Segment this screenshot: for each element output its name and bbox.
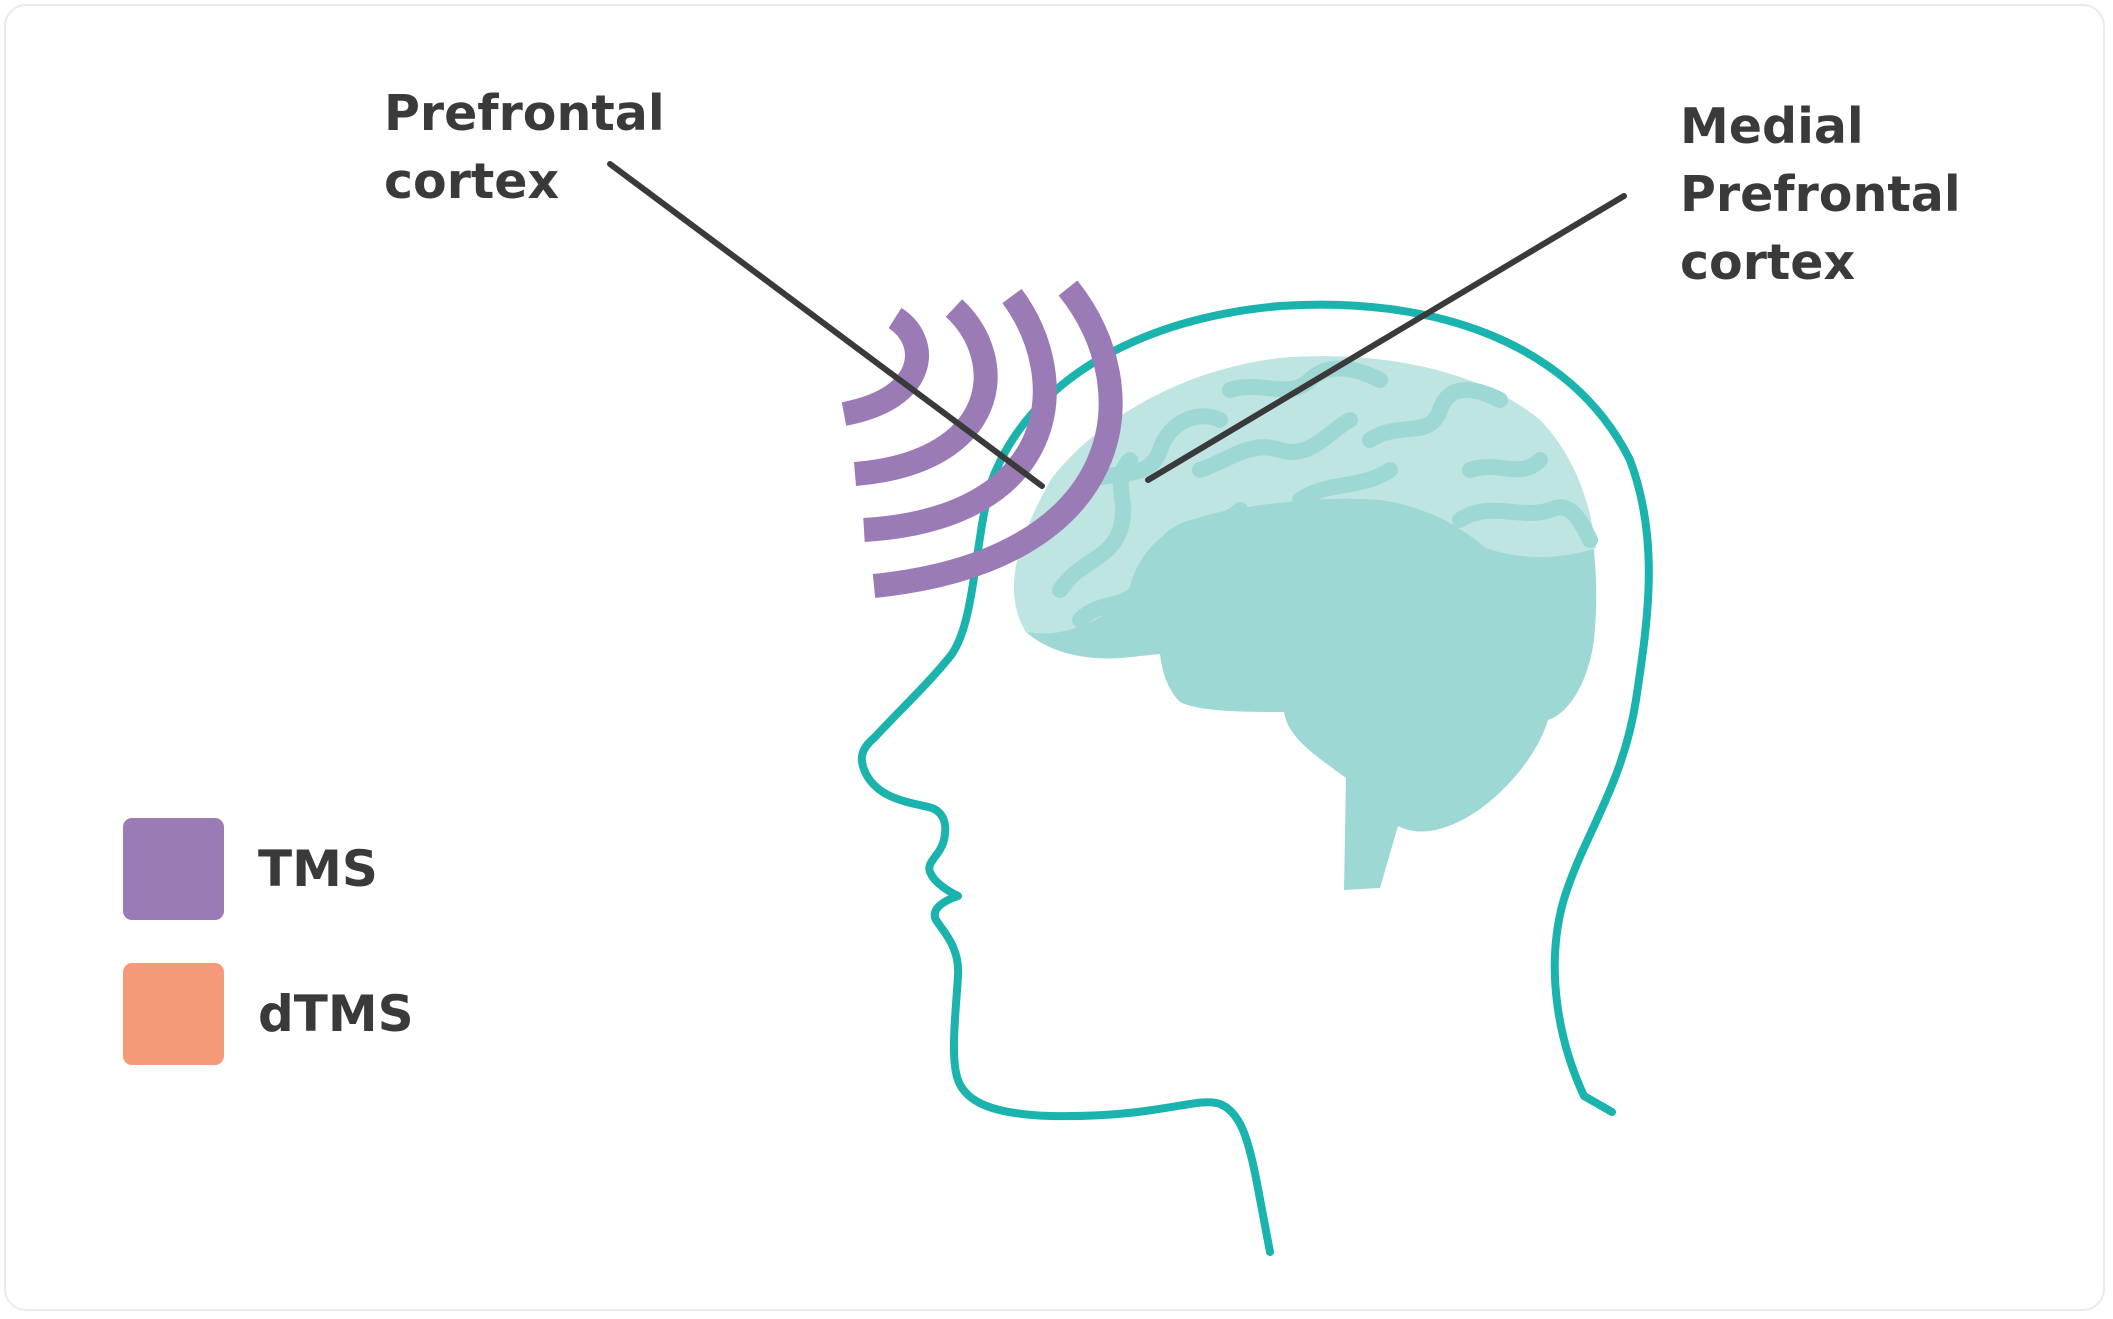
label-prefrontal-cortex: Prefrontal cortex	[384, 80, 665, 216]
diagram-frame	[4, 4, 2105, 1311]
label-medial-line-3: cortex	[1680, 234, 1856, 291]
label-prefrontal-line-2: cortex	[384, 153, 560, 210]
legend-item-tms: TMS	[123, 818, 523, 920]
leader-line-prefrontal	[607, 161, 1045, 489]
label-medial-line-2: Prefrontal	[1680, 166, 1961, 223]
legend-label-tms: TMS	[258, 840, 378, 898]
legend-swatch-tms	[123, 818, 224, 920]
label-medial-prefrontal-cortex: Medial Prefrontal cortex	[1680, 93, 1961, 297]
legend-item-dtms: dTMS	[123, 963, 523, 1065]
leader-lines	[607, 161, 1627, 489]
tms-wave-arcs	[841, 280, 1123, 598]
head-profile-outline	[857, 300, 1653, 1256]
leader-line-medial	[1145, 193, 1627, 483]
legend-swatch-dtms	[123, 963, 224, 1065]
label-medial-line-1: Medial	[1680, 98, 1864, 155]
legend-label-dtms: dTMS	[258, 985, 414, 1043]
brain-icon	[1013, 356, 1598, 890]
label-prefrontal-line-1: Prefrontal	[384, 85, 665, 142]
